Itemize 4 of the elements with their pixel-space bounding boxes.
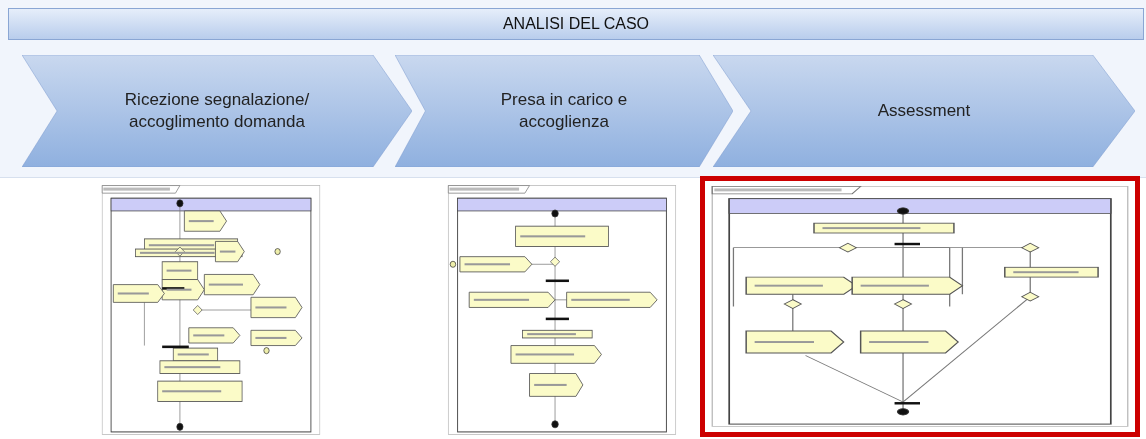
stage-label: Presa in carico e accoglienza — [499, 89, 629, 133]
stage-label: Ricezione segnalazione/ accoglimento domanda — [123, 89, 311, 133]
title-band: ANALISI DEL CASO — [8, 8, 1144, 40]
stage-label: Assessment — [877, 100, 971, 122]
